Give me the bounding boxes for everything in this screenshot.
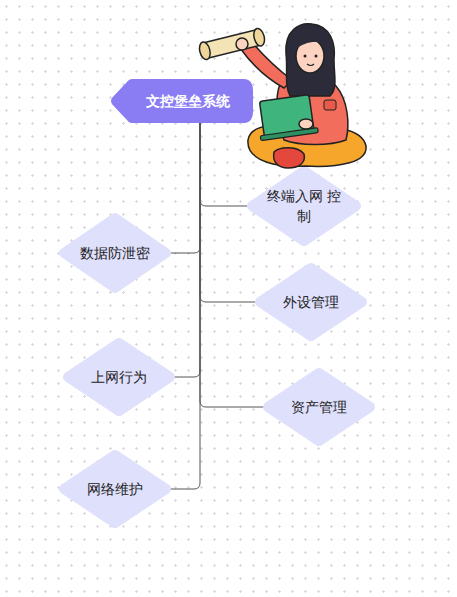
hair	[286, 24, 335, 96]
topic-label: 外设管理	[271, 292, 351, 312]
hand	[236, 38, 248, 50]
fringe	[295, 37, 324, 50]
node-fill	[116, 84, 248, 118]
title-banner: 文控堡垒系统	[112, 80, 250, 122]
topic-diamond: 上网行为	[62, 337, 176, 417]
shoe	[274, 148, 305, 168]
sweater	[277, 78, 348, 144]
hand	[299, 119, 313, 129]
arm	[240, 40, 292, 88]
node-fill	[68, 343, 170, 411]
topic-label: 上网行为	[79, 367, 159, 387]
branch-connector	[200, 118, 250, 206]
topic-diamond: 资产管理	[262, 367, 376, 447]
branch-connector	[168, 118, 200, 253]
node-fill	[64, 218, 166, 288]
eye	[315, 55, 318, 58]
branch-connector	[172, 118, 200, 377]
eye	[304, 55, 307, 58]
topic-label: 终端入网 控制	[264, 186, 344, 226]
topic-label: 网络维护	[75, 479, 155, 499]
pants	[248, 125, 366, 166]
topic-diamond: 网络维护	[58, 449, 172, 529]
scroll	[198, 27, 266, 60]
laptop	[255, 94, 318, 141]
topic-diamond: 外设管理	[254, 262, 368, 342]
topic-label: 资产管理	[279, 397, 359, 417]
topic-diamond: 终端入网 控制	[246, 165, 362, 247]
branch-connector	[168, 118, 200, 489]
node-fill	[252, 171, 356, 241]
face	[296, 39, 324, 73]
node-fill	[64, 455, 166, 523]
node-fill	[260, 268, 362, 336]
mouth	[307, 64, 314, 66]
node-outline	[246, 165, 362, 247]
branch-connector	[200, 118, 266, 407]
pocket	[324, 100, 336, 110]
topic-label: 数据防泄密	[75, 243, 155, 263]
node-fill	[268, 373, 370, 441]
title-text: 文控堡垒系统	[132, 91, 230, 111]
topic-diamond: 数据防泄密	[58, 212, 172, 294]
